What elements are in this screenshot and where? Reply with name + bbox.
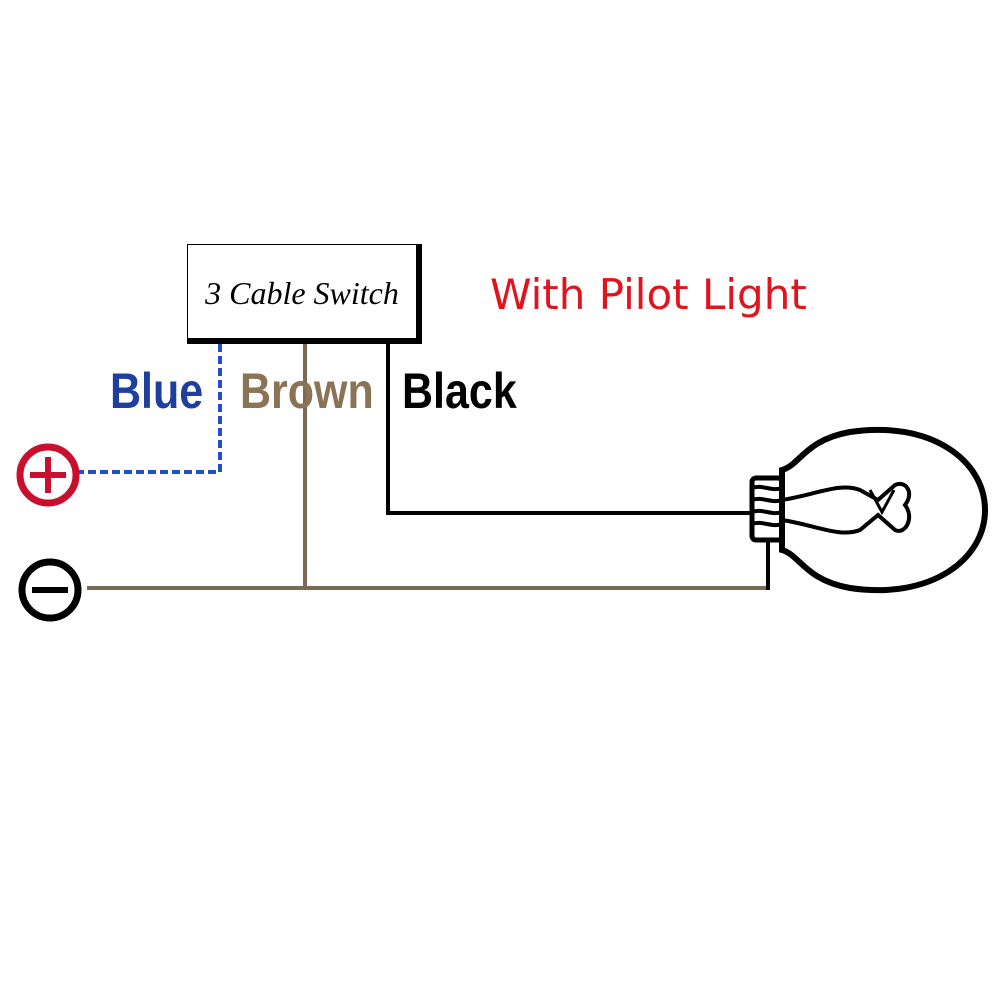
light-bulb-icon [749,426,989,594]
blue-wire [78,344,222,474]
plus-icon [16,443,80,507]
wire-label-black: Black [402,363,517,419]
wire-label-brown: Brown [240,363,374,419]
wire-label-blue: Blue [110,363,204,419]
switch-label: 3 Cable Switch [205,275,399,311]
switch-box: 3 Cable Switch [187,244,422,344]
diagram-title: With Pilot Light [490,270,807,319]
black-wire [386,344,770,515]
minus-icon [18,558,82,622]
